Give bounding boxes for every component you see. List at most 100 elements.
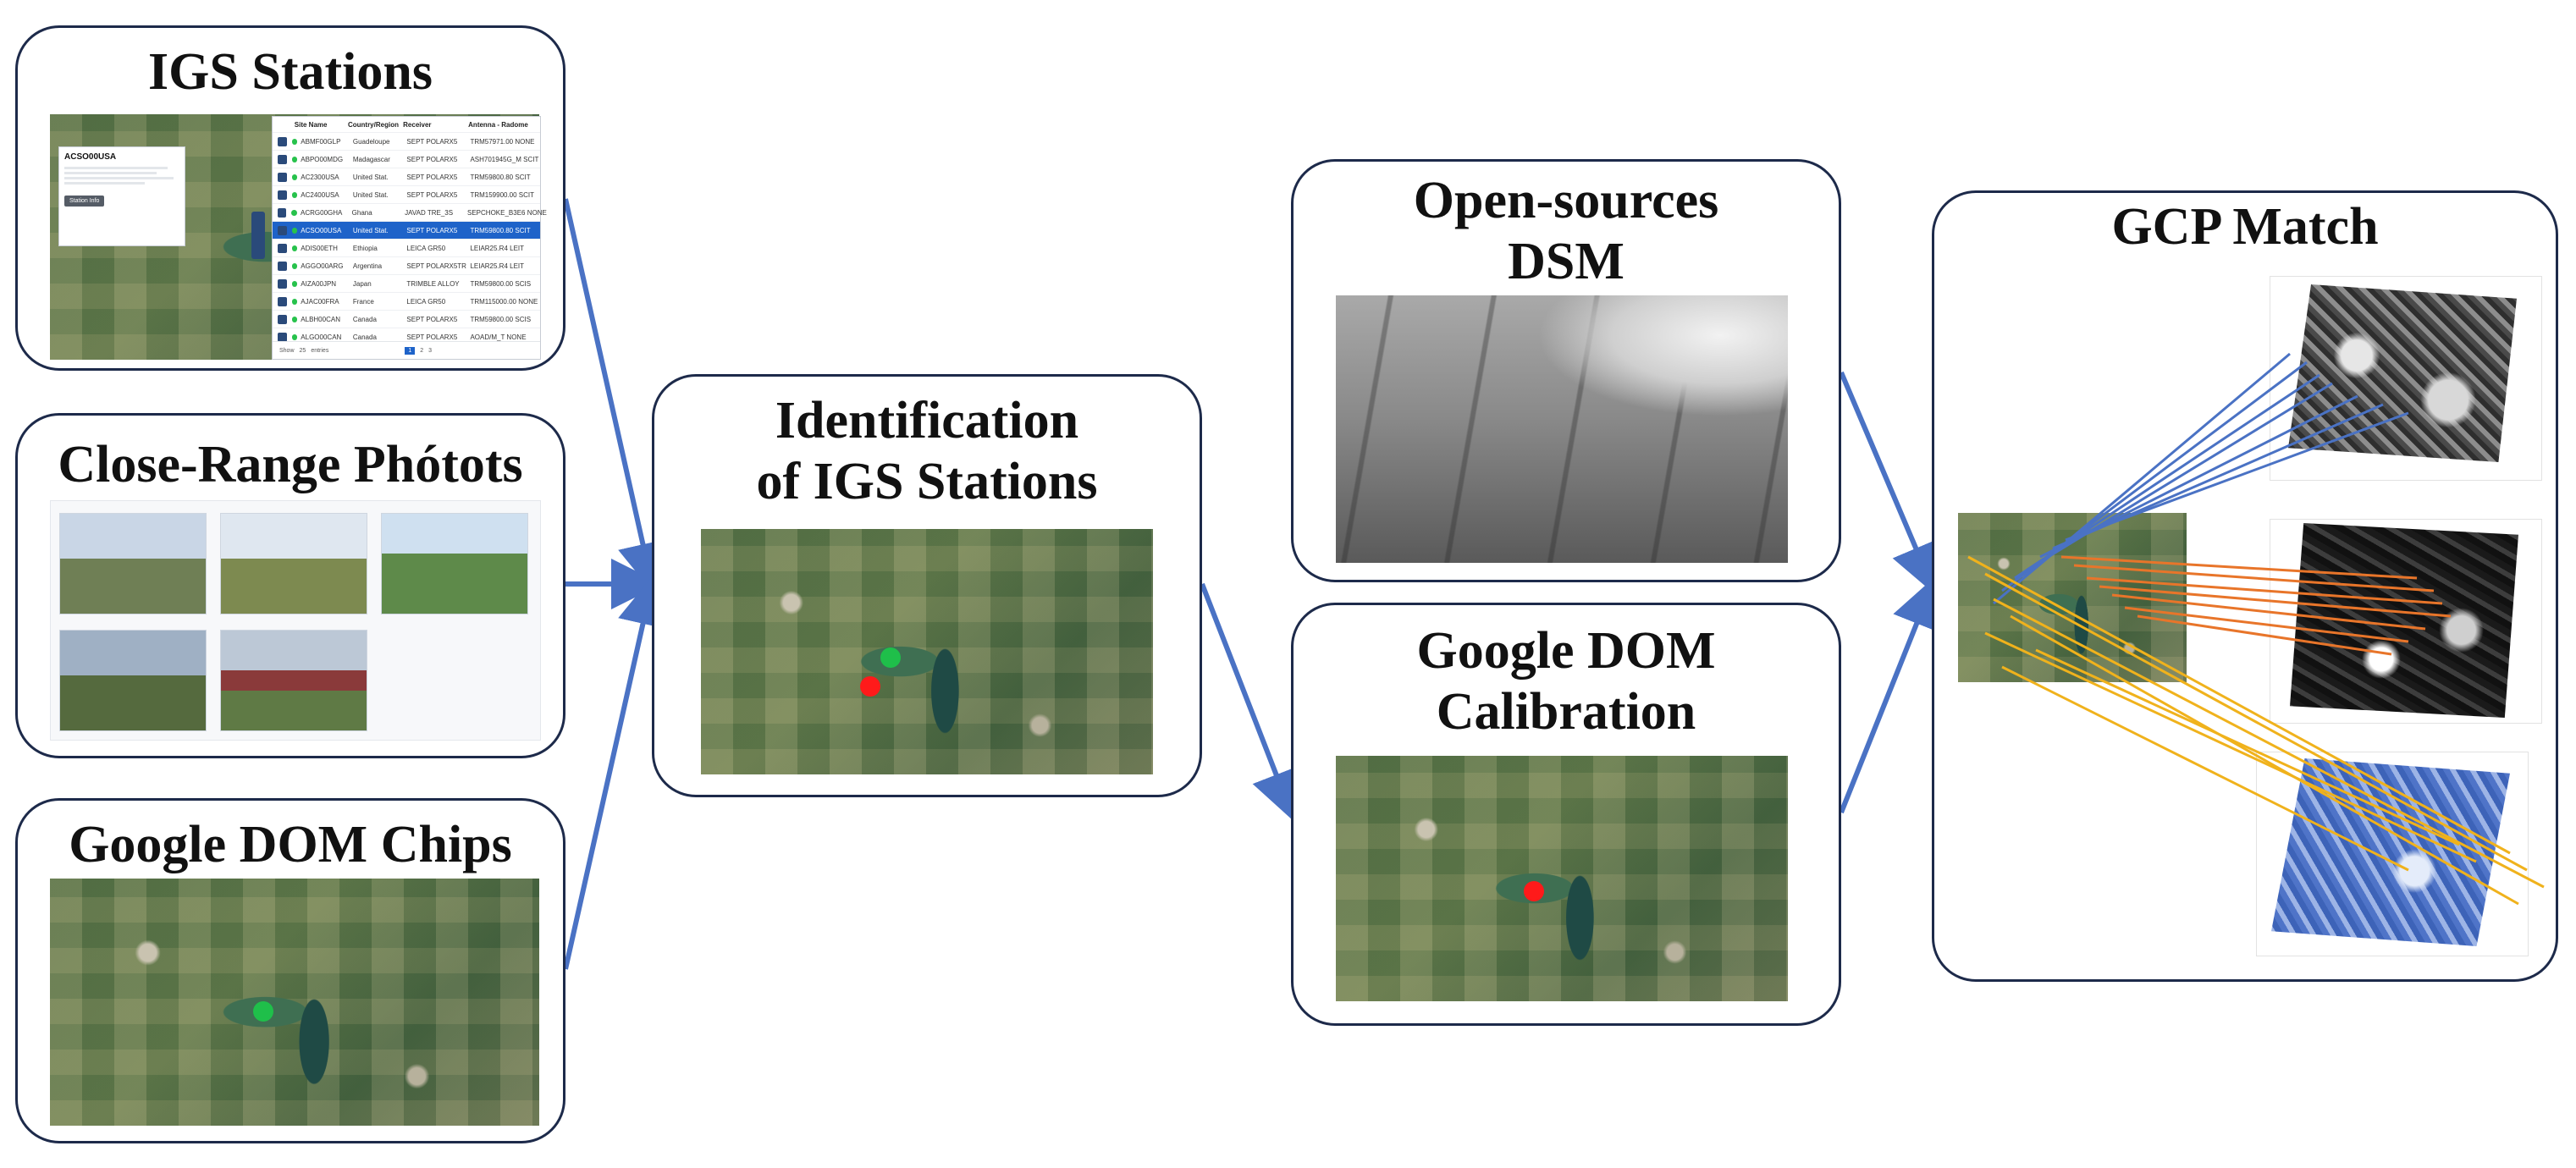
close-range-photo xyxy=(59,630,207,731)
table-cell: LEIAR25.R4 LEIT xyxy=(470,262,525,270)
table-cell: United Stat. xyxy=(352,190,389,199)
table-cell: ABMF00GLP xyxy=(301,137,341,146)
table-row[interactable]: ALGO00CAN Canada SEPT POLARX5 AOAD/M_T NONE xyxy=(273,328,540,345)
igs-stations-title: IGS Stations xyxy=(148,43,433,101)
dom-calibration-box: Google DOM Calibration xyxy=(1291,603,1841,1026)
table-cell: United Stat. xyxy=(352,173,389,181)
match-line-orange xyxy=(2137,614,2392,656)
close-range-photos-box: Close-Range Phótots xyxy=(15,413,565,758)
table-cell: AJAC00FRA xyxy=(301,297,339,306)
status-dot-icon xyxy=(291,316,298,322)
row-action-icon[interactable] xyxy=(278,207,287,218)
row-action-icon[interactable] xyxy=(278,296,287,306)
station-card-title: ACSO00USA xyxy=(64,152,117,162)
match-line-orange xyxy=(2073,564,2435,592)
row-action-icon[interactable] xyxy=(278,172,287,182)
station-marker-red xyxy=(860,676,880,697)
column-header[interactable]: Antenna - Radome xyxy=(468,120,528,129)
row-action-icon[interactable] xyxy=(278,243,287,253)
table-cell: AC2400USA xyxy=(301,190,339,199)
match-line-yellow xyxy=(1967,555,2511,855)
dsm-image xyxy=(1336,295,1788,563)
station-marker-green xyxy=(253,1001,273,1022)
table-cell: ACRG00GHA xyxy=(301,208,343,217)
match-line-orange xyxy=(2086,576,2443,605)
identification-title: Identification of IGS Stations xyxy=(756,392,1098,510)
table-cell: SEPT POLARX5 xyxy=(406,190,458,199)
table-cell: TRM59800.00 SCIS xyxy=(470,279,532,288)
station-info-card: ACSO00USA Station Info xyxy=(58,146,185,246)
gcp-target-image-blue xyxy=(2271,758,2510,946)
table-cell: SEPT POLARX5 xyxy=(406,315,458,323)
table-cell: Guadeloupe xyxy=(352,137,390,146)
table-cell: TRM159900.00 SCIT xyxy=(470,190,535,199)
igs-stations-box: IGS Stations ACSO00USA Station Info Site… xyxy=(15,25,565,371)
identification-map xyxy=(701,529,1153,774)
row-action-icon[interactable] xyxy=(278,154,287,164)
page-button[interactable]: 2 xyxy=(420,347,424,354)
match-line-blue xyxy=(2065,411,2409,542)
arrow-dsm-to-gcp xyxy=(1839,371,1939,596)
close-range-photos-title: Close-Range Phótots xyxy=(58,436,523,493)
column-header[interactable]: Country/Region xyxy=(347,120,399,129)
table-cell: Ghana xyxy=(351,208,372,217)
table-cell: TRM115000.00 NONE xyxy=(470,297,538,306)
station-table-header: Site Name Country/Region Receiver Antenn… xyxy=(273,117,540,132)
page-size-select[interactable]: 25 xyxy=(299,347,306,354)
dsm-title: Open-sources DSM xyxy=(1413,172,1719,290)
table-cell: United Stat. xyxy=(352,226,389,234)
status-dot-icon xyxy=(291,156,298,163)
table-cell: SEPT POLARX5 xyxy=(406,333,458,341)
station-marker-green xyxy=(880,647,901,668)
table-cell: LEICA GR50 xyxy=(406,244,446,252)
table-cell: Japan xyxy=(352,279,372,288)
match-line-orange xyxy=(2124,606,2409,643)
status-dot-icon xyxy=(291,280,298,287)
table-cell: LEICA GR50 xyxy=(406,297,446,306)
arrow-chips-to-identification xyxy=(563,574,668,970)
table-row[interactable]: AC2400USA United Stat. SEPT POLARX5 TRM1599… xyxy=(273,185,540,203)
page-button[interactable]: 1 xyxy=(405,346,416,355)
footer-show-label: Show xyxy=(279,347,295,354)
match-line-blue xyxy=(1993,352,2291,605)
column-header[interactable]: Site Name xyxy=(294,120,328,129)
table-cell: Canada xyxy=(352,333,377,341)
table-cell: LEIAR25.R4 LEIT xyxy=(470,244,525,252)
table-cell: AOAD/M_T NONE xyxy=(470,333,527,341)
status-dot-icon xyxy=(291,298,298,305)
station-info-button[interactable]: Station Info xyxy=(64,196,105,207)
table-cell: Argentina xyxy=(352,262,383,270)
table-cell: ALBH00CAN xyxy=(301,315,340,323)
row-action-icon[interactable] xyxy=(278,190,287,200)
gcp-match-box: GCP Match xyxy=(1932,190,2558,982)
table-cell: ALGO00CAN xyxy=(301,333,342,341)
page-button[interactable]: 3 xyxy=(428,347,433,354)
side-panel-toggle[interactable] xyxy=(251,212,265,259)
status-dot-icon xyxy=(291,333,298,340)
close-range-photo xyxy=(220,513,367,614)
column-header[interactable]: Receiver xyxy=(403,120,432,129)
match-line-blue xyxy=(2027,382,2333,571)
match-line-orange xyxy=(2111,593,2426,631)
table-cell: Ethiopia xyxy=(352,244,378,252)
row-action-icon[interactable] xyxy=(278,261,287,271)
row-action-icon[interactable] xyxy=(278,332,287,342)
table-cell: ASH701945G_M SCIT xyxy=(470,155,539,163)
row-action-icon[interactable] xyxy=(278,136,287,146)
status-dot-icon xyxy=(291,191,298,198)
row-action-icon[interactable] xyxy=(278,314,287,324)
table-cell: ABPO00MDG xyxy=(301,155,344,163)
row-action-icon[interactable] xyxy=(278,278,287,289)
row-action-icon[interactable] xyxy=(278,225,287,235)
table-cell: SEPCHOKE_B3E6 NONE xyxy=(467,208,547,217)
